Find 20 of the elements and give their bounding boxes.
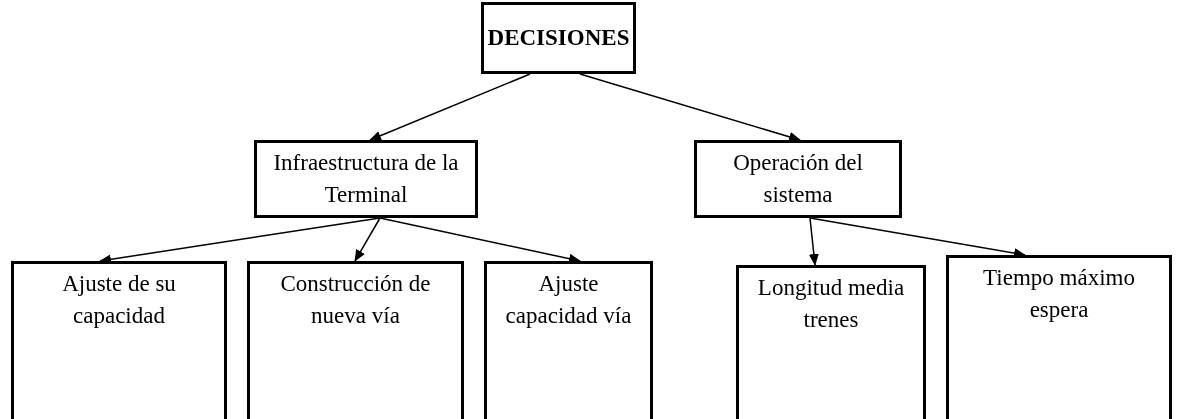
text-box: [11, 261, 227, 419]
arrow: [808, 217, 819, 266]
box-text: Infraestructura de la Terminal: [272, 149, 460, 209]
text-box: [736, 265, 926, 419]
text-box: [946, 255, 1172, 419]
box-text: Ajuste de su capacidad: [61, 270, 177, 330]
box-text: Operación del sistema: [732, 149, 864, 209]
arrow: [579, 73, 801, 142]
text-box: [247, 261, 464, 419]
box-text: Ajuste capacidad vía: [504, 270, 633, 330]
text-box: [694, 140, 902, 218]
text-box: [481, 2, 636, 74]
text-box: [254, 140, 478, 218]
text-box: [484, 261, 653, 419]
arrow: [369, 73, 531, 141]
box-text: Tiempo máximo espera: [982, 264, 1136, 324]
box-text: Construcción de nueva vía: [279, 270, 432, 330]
arrow: [354, 217, 381, 262]
box-text: Longitud media trenes: [756, 274, 906, 334]
heading-text: DECISIONES: [487, 24, 630, 52]
